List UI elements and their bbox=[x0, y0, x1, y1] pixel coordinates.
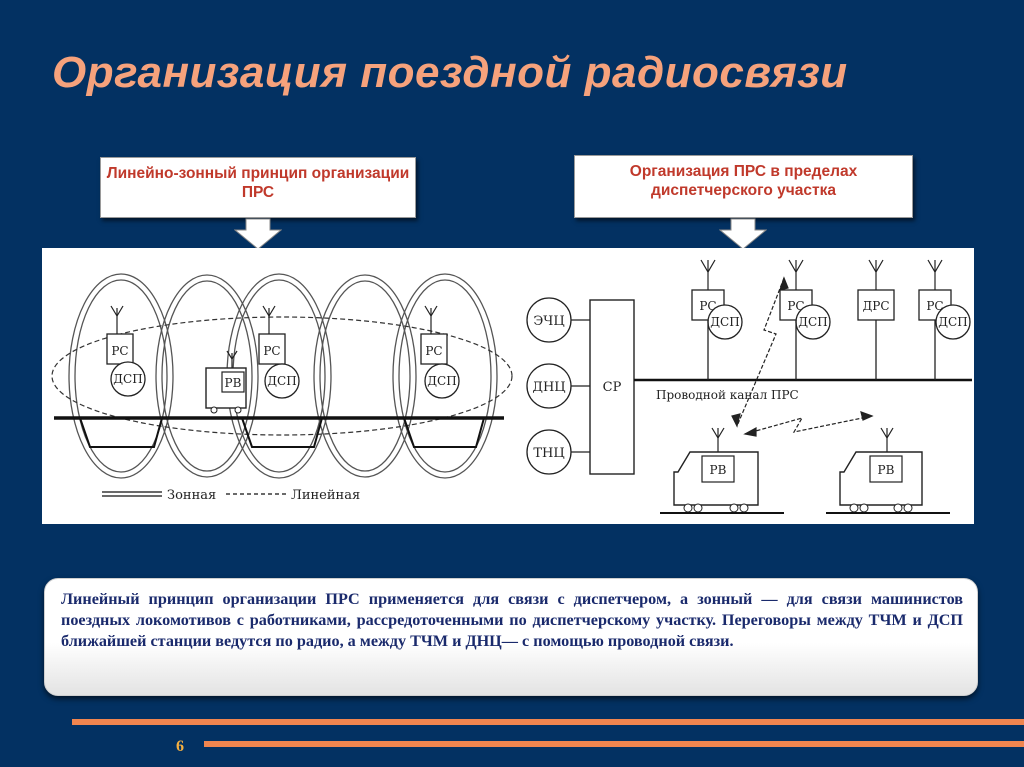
left-station-1: РС ДСП bbox=[106, 305, 146, 397]
footer-line-top bbox=[72, 719, 1024, 725]
left-dsp-label: ДСП bbox=[113, 372, 142, 386]
note-box: Линейный принцип организации ПРС применя… bbox=[44, 578, 978, 696]
right-station-bottom-label: ДСП bbox=[710, 315, 739, 329]
slide-title: Организация поездной радиосвязи bbox=[52, 48, 848, 97]
callout-left-arrow-icon bbox=[234, 218, 282, 250]
dispatch-unit-label: ТНЦ bbox=[533, 446, 564, 461]
left-station-2: РС ДСП bbox=[258, 305, 300, 399]
dispatch-unit-label: ДНЦ bbox=[532, 380, 565, 395]
right-station-top-label: ДРС bbox=[862, 299, 889, 313]
right-station-top-label: РС bbox=[787, 299, 804, 313]
left-dsp-label: ДСП bbox=[267, 374, 296, 388]
right-locomotive-2: РВ bbox=[826, 427, 950, 514]
dispatch-unit-label: ЭЧЦ bbox=[533, 314, 564, 329]
left-locomotive: РВ bbox=[205, 350, 247, 414]
left-rs-label: РС bbox=[111, 344, 128, 358]
left-dsp-label: ДСП bbox=[427, 374, 456, 388]
right-station-4: РС ДСП bbox=[918, 259, 971, 380]
page-number: 6 bbox=[176, 738, 184, 755]
right-rv-label: РВ bbox=[878, 463, 895, 477]
right-station-top-label: РС bbox=[926, 299, 943, 313]
dispatch-units: ЭЧЦ ДНЦ ТНЦ bbox=[526, 297, 590, 475]
callout-dispatch-section: Организация ПРС в пределах диспетчерског… bbox=[574, 155, 913, 218]
legend-zonal-label: Зонная bbox=[167, 488, 216, 503]
radio-link-arrows bbox=[731, 276, 874, 437]
callout-right-arrow-icon bbox=[719, 218, 767, 250]
wired-channel-label: Проводной канал ПРС bbox=[656, 388, 799, 402]
legend-linear-label: Линейная bbox=[291, 488, 360, 503]
right-station-2: РС ДСП bbox=[779, 259, 831, 380]
radio-diagram: РС ДСП РС ДСП РС ДСП РВ bbox=[51, 259, 972, 514]
right-locomotive-1: РВ bbox=[660, 427, 784, 514]
right-station-1: РС ДСП bbox=[691, 259, 743, 380]
diagram-panel: РС ДСП РС ДСП РС ДСП РВ bbox=[42, 248, 974, 524]
switch-box: СР bbox=[589, 299, 635, 475]
note-text: Линейный принцип организации ПРС применя… bbox=[61, 590, 963, 650]
right-station-bottom-label: ДСП bbox=[938, 315, 967, 329]
right-station-top-label: РС bbox=[699, 299, 716, 313]
left-rs-label: РС bbox=[425, 344, 442, 358]
left-legend: Зонная Линейная bbox=[102, 488, 360, 503]
left-rv-label: РВ bbox=[225, 376, 242, 390]
right-station-3: ДРС bbox=[857, 259, 895, 380]
track-dips bbox=[79, 417, 485, 448]
right-rv-label: РВ bbox=[710, 463, 727, 477]
right-station-bottom-label: ДСП bbox=[798, 315, 827, 329]
callout-linear-zonal: Линейно-зонный принцип организации ПРС bbox=[100, 157, 416, 218]
switch-label: СР bbox=[603, 380, 622, 395]
left-station-3: РС ДСП bbox=[420, 305, 460, 399]
footer-line-bottom bbox=[204, 741, 1024, 747]
left-rs-label: РС bbox=[263, 344, 280, 358]
linear-coverage-ellipse bbox=[51, 316, 513, 436]
